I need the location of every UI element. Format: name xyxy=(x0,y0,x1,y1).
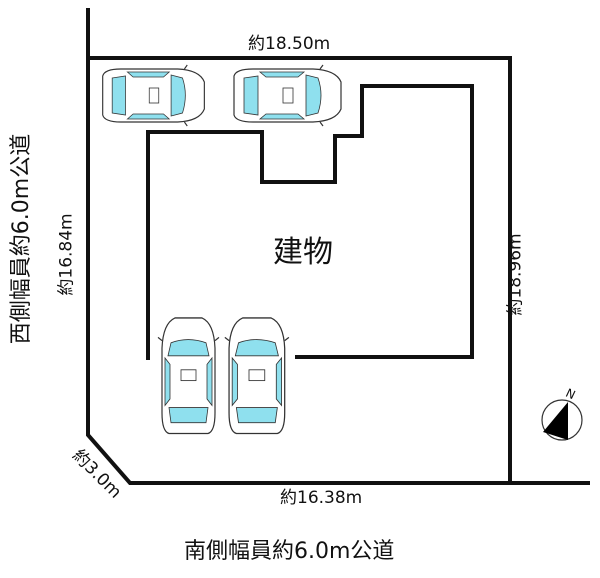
car-parking-4 xyxy=(224,317,290,435)
lot-boundary xyxy=(86,8,590,485)
building-outline xyxy=(146,84,474,360)
dimension-south: 約16.38m xyxy=(280,488,363,508)
west-road-label: 西側幅員約6.0m公道 xyxy=(9,133,35,345)
car-parking-3 xyxy=(157,317,220,435)
car-parking-1 xyxy=(102,64,205,127)
dimension-north: 約18.50m xyxy=(248,34,331,54)
compass-icon xyxy=(541,399,583,441)
car-parking-2 xyxy=(233,64,342,127)
dimension-east: 約18.96m xyxy=(505,233,526,316)
south-road-label: 南側幅員約6.0m公道 xyxy=(184,539,395,564)
dimension-west: 約16.84m xyxy=(56,213,77,296)
building-label: 建物 xyxy=(273,235,333,270)
